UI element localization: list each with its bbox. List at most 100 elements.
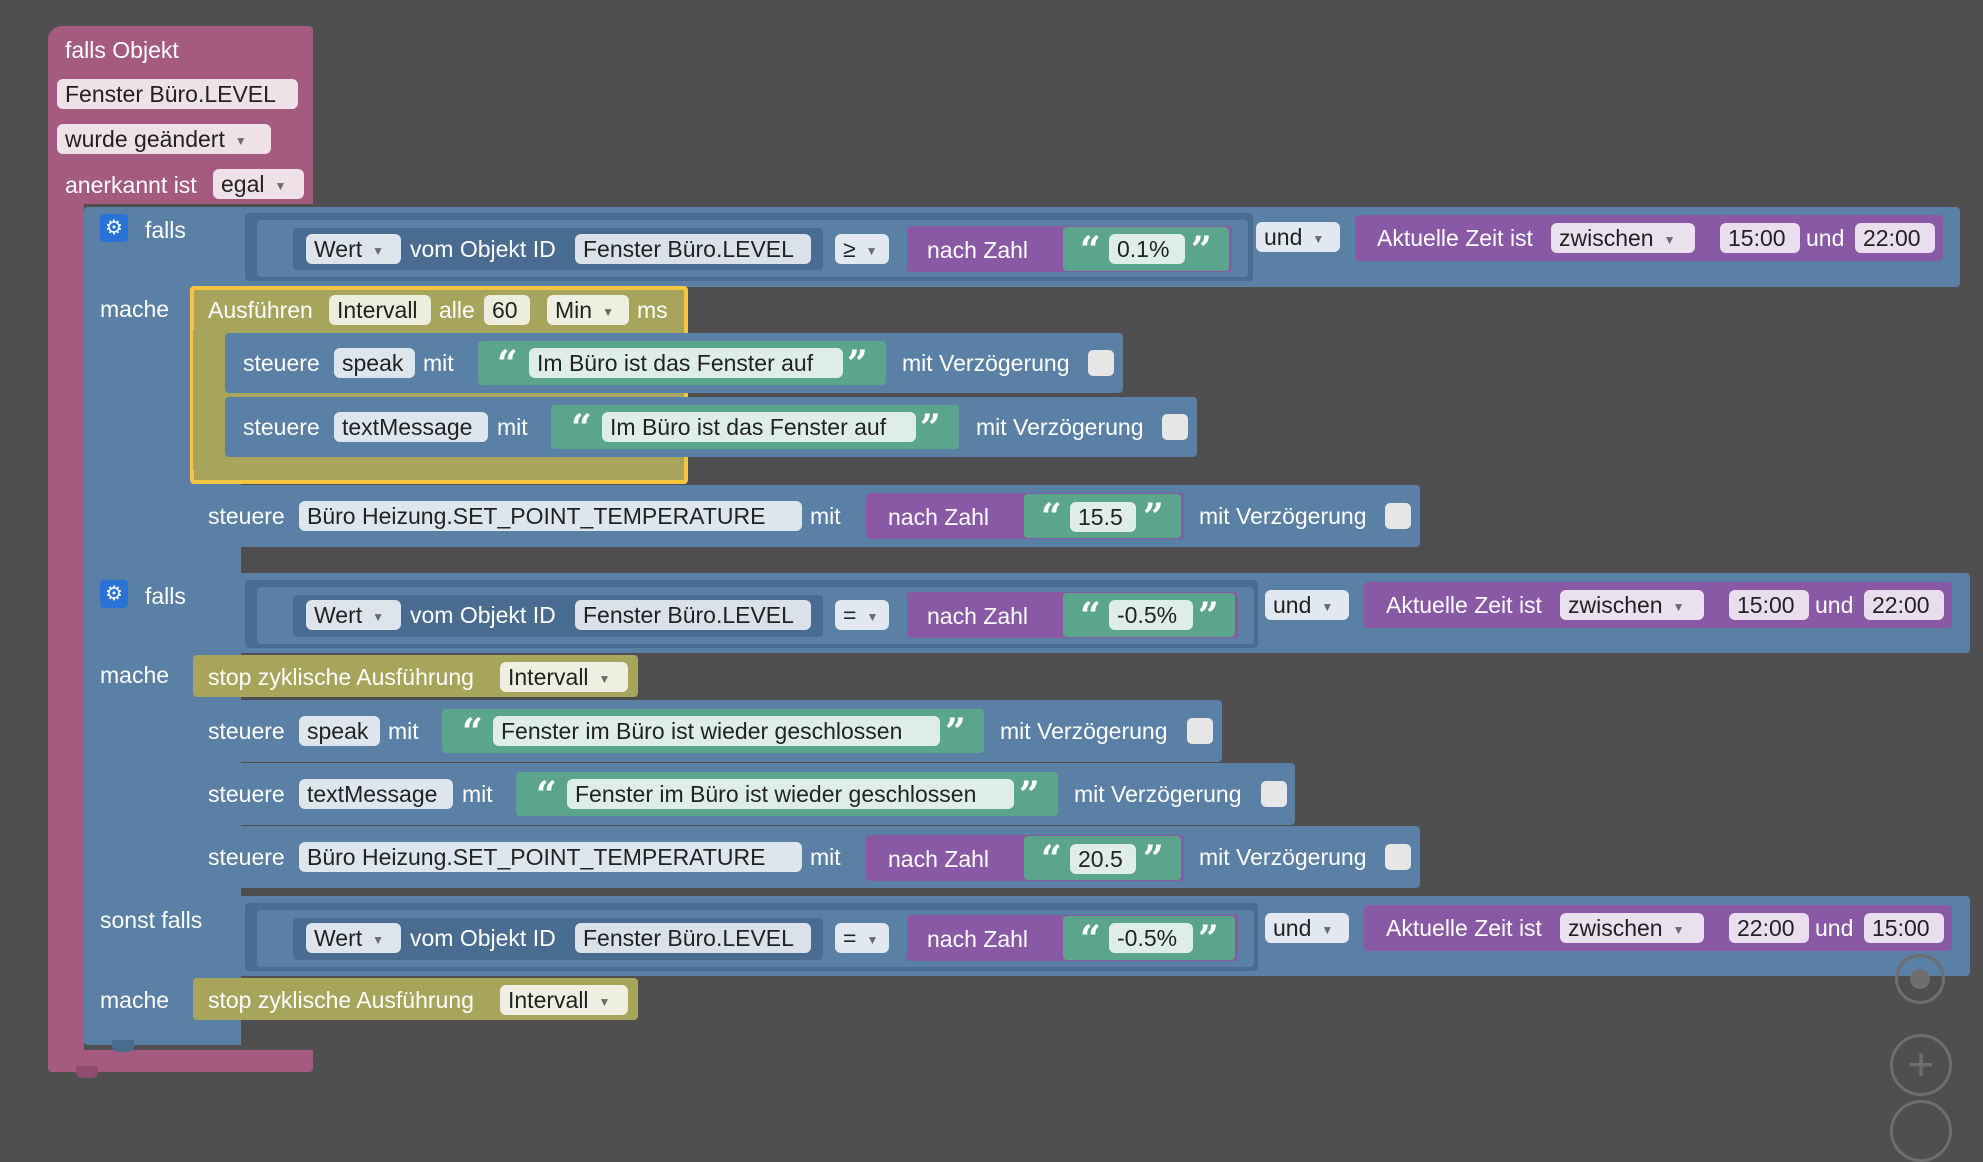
if1-msg-text-field[interactable]: Im Büro ist das Fenster auf	[602, 412, 916, 442]
if1-heat-value-field[interactable]: 15.5	[1070, 502, 1136, 532]
if3-nach-zahl-label: nach Zahl	[927, 926, 1029, 952]
if1-speak-delay-label: mit Verzögerung	[902, 350, 1070, 376]
interval-inner-rail	[193, 330, 225, 470]
chevron-down-icon: ▼	[1312, 231, 1325, 246]
chevron-down-icon: ▼	[1672, 599, 1685, 614]
if2-stop-dropdown[interactable]: Intervall▼	[500, 662, 628, 692]
trigger-ack-dropdown[interactable]: egal▼	[213, 169, 304, 199]
if3-wert-value: Wert	[314, 925, 363, 951]
plus-icon[interactable]: +	[1890, 1034, 1952, 1096]
trigger-footer-notch	[76, 1066, 98, 1078]
if1-operator-dropdown[interactable]: ≥▼	[835, 234, 889, 264]
if2-heat-steuere-label: steuere	[208, 844, 285, 870]
if1-number-field[interactable]: 0.1%	[1109, 234, 1185, 264]
if2-heat-mit-label: mit	[810, 844, 841, 870]
if2-operator-value: =	[843, 602, 857, 628]
if1-heat-nach-zahl-label: nach Zahl	[888, 504, 990, 530]
if1-wert-value: Wert	[314, 236, 363, 262]
if1-speak-text-field[interactable]: Im Büro ist das Fenster auf	[529, 348, 843, 378]
interval-unit-dropdown[interactable]: Min▼	[547, 295, 629, 325]
if2-msg-text-field[interactable]: Fenster im Büro ist wieder geschlossen	[567, 779, 1014, 809]
if2-number-field[interactable]: -0.5%	[1109, 600, 1193, 630]
if2-zwischen-dropdown[interactable]: zwischen▼	[1560, 590, 1704, 620]
if3-operator-value: =	[843, 925, 857, 951]
if1-msg-delay-checkbox[interactable]	[1162, 414, 1188, 440]
chevron-down-icon: ▼	[372, 932, 385, 947]
minus-icon[interactable]	[1890, 1100, 1952, 1162]
open-quote-icon: “	[536, 774, 557, 816]
chevron-down-icon: ▼	[598, 994, 611, 1009]
chevron-down-icon: ▼	[372, 609, 385, 624]
if1-msg-target-field[interactable]: textMessage	[334, 412, 488, 442]
if2-time-from-field[interactable]: 15:00	[1729, 590, 1809, 620]
if3-operator-dropdown[interactable]: =▼	[835, 923, 889, 953]
if2-heat-delay-checkbox[interactable]	[1385, 844, 1411, 870]
if3-mache-label: mache	[100, 987, 170, 1013]
if2-aktuelle-zeit-label: Aktuelle Zeit ist	[1386, 592, 1542, 618]
if1-object-field[interactable]: Fenster Büro.LEVEL	[575, 234, 811, 264]
if2-nach-zahl-label: nach Zahl	[927, 603, 1029, 629]
if2-heat-value-field[interactable]: 20.5	[1070, 844, 1136, 874]
if2-heat-target-field[interactable]: Büro Heizung.SET_POINT_TEMPERATURE	[299, 842, 802, 872]
if2-time-to-field[interactable]: 22:00	[1864, 590, 1944, 620]
if3-number-field[interactable]: -0.5%	[1109, 923, 1193, 953]
if1-time-to-field[interactable]: 22:00	[1855, 223, 1935, 253]
if1-operator-value: ≥	[843, 236, 856, 262]
close-quote-icon: ”	[1143, 838, 1164, 880]
chevron-down-icon: ▼	[234, 133, 247, 148]
if2-mache-label: mache	[100, 662, 170, 688]
if1-wert-dropdown[interactable]: Wert ▼	[306, 234, 401, 264]
if3-stop-label: stop zyklische Ausführung	[208, 987, 474, 1013]
if2-msg-target-field[interactable]: textMessage	[299, 779, 453, 809]
if3-time-to-field[interactable]: 15:00	[1864, 913, 1944, 943]
if2-operator-dropdown[interactable]: =▼	[835, 600, 889, 630]
if3-und-dropdown[interactable]: und▼	[1265, 913, 1349, 943]
open-quote-icon: “	[1080, 595, 1101, 637]
trigger-footer	[48, 1050, 313, 1072]
if1-heat-target-field[interactable]: Büro Heizung.SET_POINT_TEMPERATURE	[299, 501, 802, 531]
if2-stop-label: stop zyklische Ausführung	[208, 664, 474, 690]
open-quote-icon: “	[497, 343, 518, 385]
if3-stop-value: Intervall	[508, 987, 589, 1013]
gear-icon[interactable]: ⚙	[100, 214, 128, 242]
if2-und-time-label: und	[1815, 592, 1854, 618]
if3-object-field[interactable]: Fenster Büro.LEVEL	[575, 923, 811, 953]
if2-speak-target-field[interactable]: speak	[299, 716, 380, 746]
trigger-object-field[interactable]: Fenster Büro.LEVEL	[57, 79, 298, 109]
interval-name-field[interactable]: Intervall	[329, 295, 431, 325]
open-quote-icon: “	[1041, 838, 1062, 880]
if2-msg-delay-label: mit Verzögerung	[1074, 781, 1242, 807]
if1-speak-target-field[interactable]: speak	[334, 348, 415, 378]
if1-speak-steuere-label: steuere	[243, 350, 320, 376]
target-icon[interactable]	[1895, 954, 1945, 1004]
if2-speak-delay-checkbox[interactable]	[1187, 718, 1213, 744]
if1-und-dropdown[interactable]: und ▼	[1256, 222, 1340, 252]
if3-zwischen-dropdown[interactable]: zwischen▼	[1560, 913, 1704, 943]
if2-object-field[interactable]: Fenster Büro.LEVEL	[575, 600, 811, 630]
interval-ausfuehren-label: Ausführen	[208, 297, 313, 323]
if2-und-dropdown[interactable]: und▼	[1265, 590, 1349, 620]
if1-heat-delay-checkbox[interactable]	[1385, 503, 1411, 529]
if2-speak-text-field[interactable]: Fenster im Büro ist wieder geschlossen	[493, 716, 940, 746]
chevron-down-icon: ▼	[274, 178, 287, 193]
if1-nach-zahl-label: nach Zahl	[927, 237, 1029, 263]
if1-zwischen-dropdown[interactable]: zwischen▼	[1551, 223, 1695, 253]
if2-stop-value: Intervall	[508, 664, 589, 690]
if3-zwischen-value: zwischen	[1568, 915, 1663, 941]
if3-stop-dropdown[interactable]: Intervall ▼	[500, 985, 628, 1015]
if2-wert-dropdown[interactable]: Wert▼	[306, 600, 401, 630]
interval-ms-label: ms	[637, 297, 668, 323]
open-quote-icon: “	[1080, 918, 1101, 960]
if3-wert-dropdown[interactable]: Wert ▼	[306, 923, 401, 953]
if3-time-from-field[interactable]: 22:00	[1729, 913, 1809, 943]
interval-value-field[interactable]: 60	[484, 295, 530, 325]
if1-heat-mit-label: mit	[810, 503, 841, 529]
trigger-event-dropdown[interactable]: wurde geändert▼	[57, 124, 271, 154]
chevron-down-icon: ▼	[372, 243, 385, 258]
gear-icon[interactable]: ⚙	[100, 580, 128, 608]
if2-msg-delay-checkbox[interactable]	[1261, 781, 1287, 807]
if1-time-from-field[interactable]: 15:00	[1720, 223, 1800, 253]
if1-und-value: und	[1264, 224, 1303, 250]
chevron-down-icon: ▼	[602, 304, 614, 319]
if1-speak-delay-checkbox[interactable]	[1088, 350, 1114, 376]
